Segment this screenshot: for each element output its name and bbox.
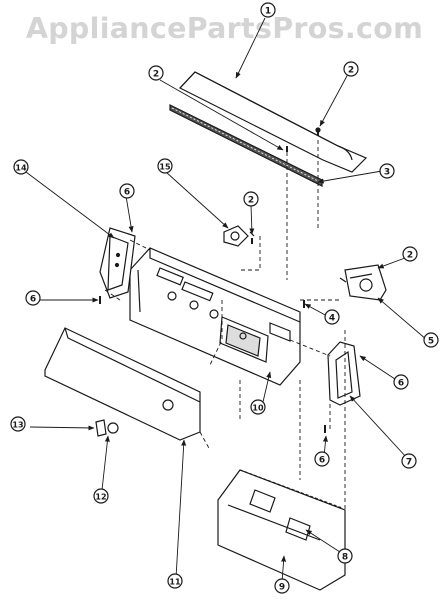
callout-circle [402, 246, 418, 262]
gasket-strip-part [169, 104, 323, 187]
callout-circle [13, 159, 29, 175]
callout-number: 9 [279, 582, 285, 592]
callout-number: 2 [348, 65, 354, 75]
callout-circle [157, 158, 173, 174]
assembly-guide-lines [104, 140, 346, 520]
callout-number: 5 [428, 336, 434, 346]
callout-number: 1 [265, 6, 271, 16]
callout-6d: 6 [314, 451, 330, 467]
callout-circle [324, 309, 340, 325]
callout-15: 15 [157, 158, 173, 174]
callout-6b: 6 [25, 290, 41, 306]
top-cover-part [179, 71, 368, 173]
callout-circle [337, 548, 353, 564]
callout-circle [10, 416, 26, 432]
callout-number: 2 [248, 195, 254, 205]
callout-1: 1 [260, 2, 276, 18]
screws [99, 238, 326, 433]
callout-circle [243, 191, 259, 207]
callout-circle [167, 573, 183, 589]
callout-6c: 6 [393, 374, 409, 390]
callout-circle [250, 399, 266, 415]
callout-3: 3 [379, 163, 395, 179]
callout-2d: 2 [402, 246, 418, 262]
callout-5: 5 [423, 332, 439, 348]
mounting-plate-part [217, 469, 346, 591]
front-console-trim-part [44, 327, 201, 441]
callout-number: 6 [398, 378, 404, 388]
callout-11: 11 [167, 573, 183, 589]
callout-2c: 2 [243, 191, 259, 207]
callout-circle [423, 332, 439, 348]
callout-13: 13 [10, 416, 26, 432]
callout-circle [148, 65, 164, 81]
callout-number: 10 [252, 403, 264, 412]
callout-number: 6 [124, 187, 130, 197]
callout-number: 14 [15, 163, 27, 172]
callout-4: 4 [324, 309, 340, 325]
callout-number: 13 [12, 420, 23, 429]
callout-14: 14 [13, 159, 29, 175]
control-panel-part [129, 247, 301, 386]
callout-circle [314, 451, 330, 467]
callout-2b: 2 [343, 61, 359, 77]
knob-part [95, 419, 119, 437]
watermark-text: AppliancePartsPros.com [25, 12, 424, 45]
timer-module-part [339, 264, 387, 301]
callout-7: 7 [401, 453, 417, 469]
screw-top [286, 127, 321, 152]
callout-circle [379, 163, 395, 179]
callout-circle [260, 2, 276, 18]
callout-number: 8 [342, 552, 348, 562]
callout-circle [93, 488, 109, 504]
callout-circle [393, 374, 409, 390]
callout-circle [119, 183, 135, 199]
callout-number: 2 [407, 250, 413, 260]
callout-10: 10 [250, 399, 266, 415]
callout-circle [401, 453, 417, 469]
switch-knob-part [223, 225, 255, 247]
callout-number: 3 [384, 167, 390, 177]
callout-12: 12 [93, 488, 109, 504]
callout-9: 9 [274, 578, 290, 594]
right-end-cap-part [327, 341, 361, 406]
callout-number: 2 [153, 69, 159, 79]
callout-number: 6 [319, 455, 325, 465]
callout-circle [343, 61, 359, 77]
callout-8: 8 [337, 548, 353, 564]
callout-number: 7 [406, 457, 412, 467]
callout-number: 12 [95, 492, 106, 501]
callout-number: 6 [30, 294, 36, 304]
callout-number: 15 [159, 162, 171, 171]
callout-number: 11 [169, 577, 181, 586]
callout-circle [274, 578, 290, 594]
callout-6a: 6 [119, 183, 135, 199]
callout-2a: 2 [148, 65, 164, 81]
callout-number: 4 [329, 313, 335, 323]
callout-circle [25, 290, 41, 306]
